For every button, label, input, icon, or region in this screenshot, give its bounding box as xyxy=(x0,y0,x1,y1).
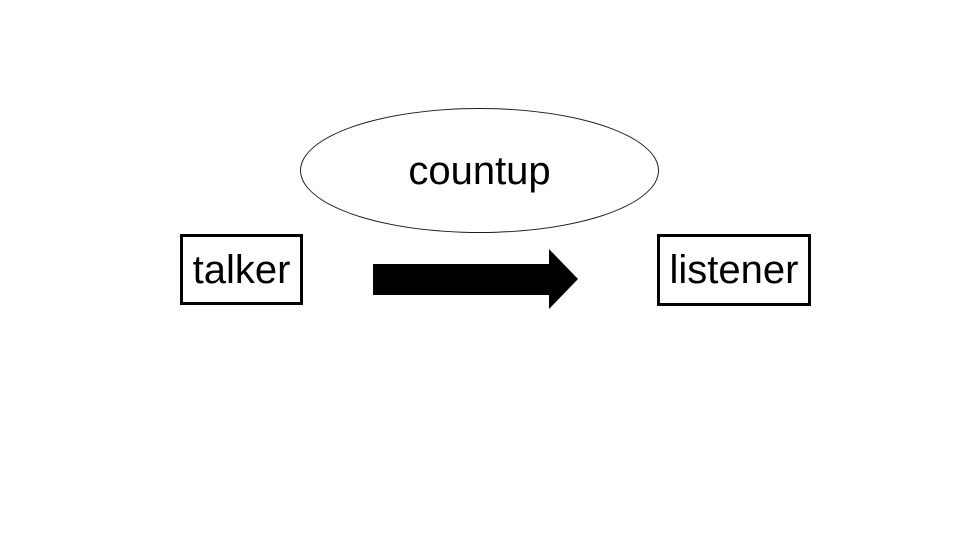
node-talker-label: talker xyxy=(192,247,291,292)
arrow-right-shape xyxy=(373,249,578,309)
arrow-right-icon xyxy=(373,249,578,309)
topic-ellipse: countup xyxy=(300,108,659,233)
topic-label: countup xyxy=(408,148,551,193)
node-talker: talker xyxy=(180,234,303,305)
node-listener: listener xyxy=(657,234,811,306)
node-listener-label: listener xyxy=(669,248,799,292)
